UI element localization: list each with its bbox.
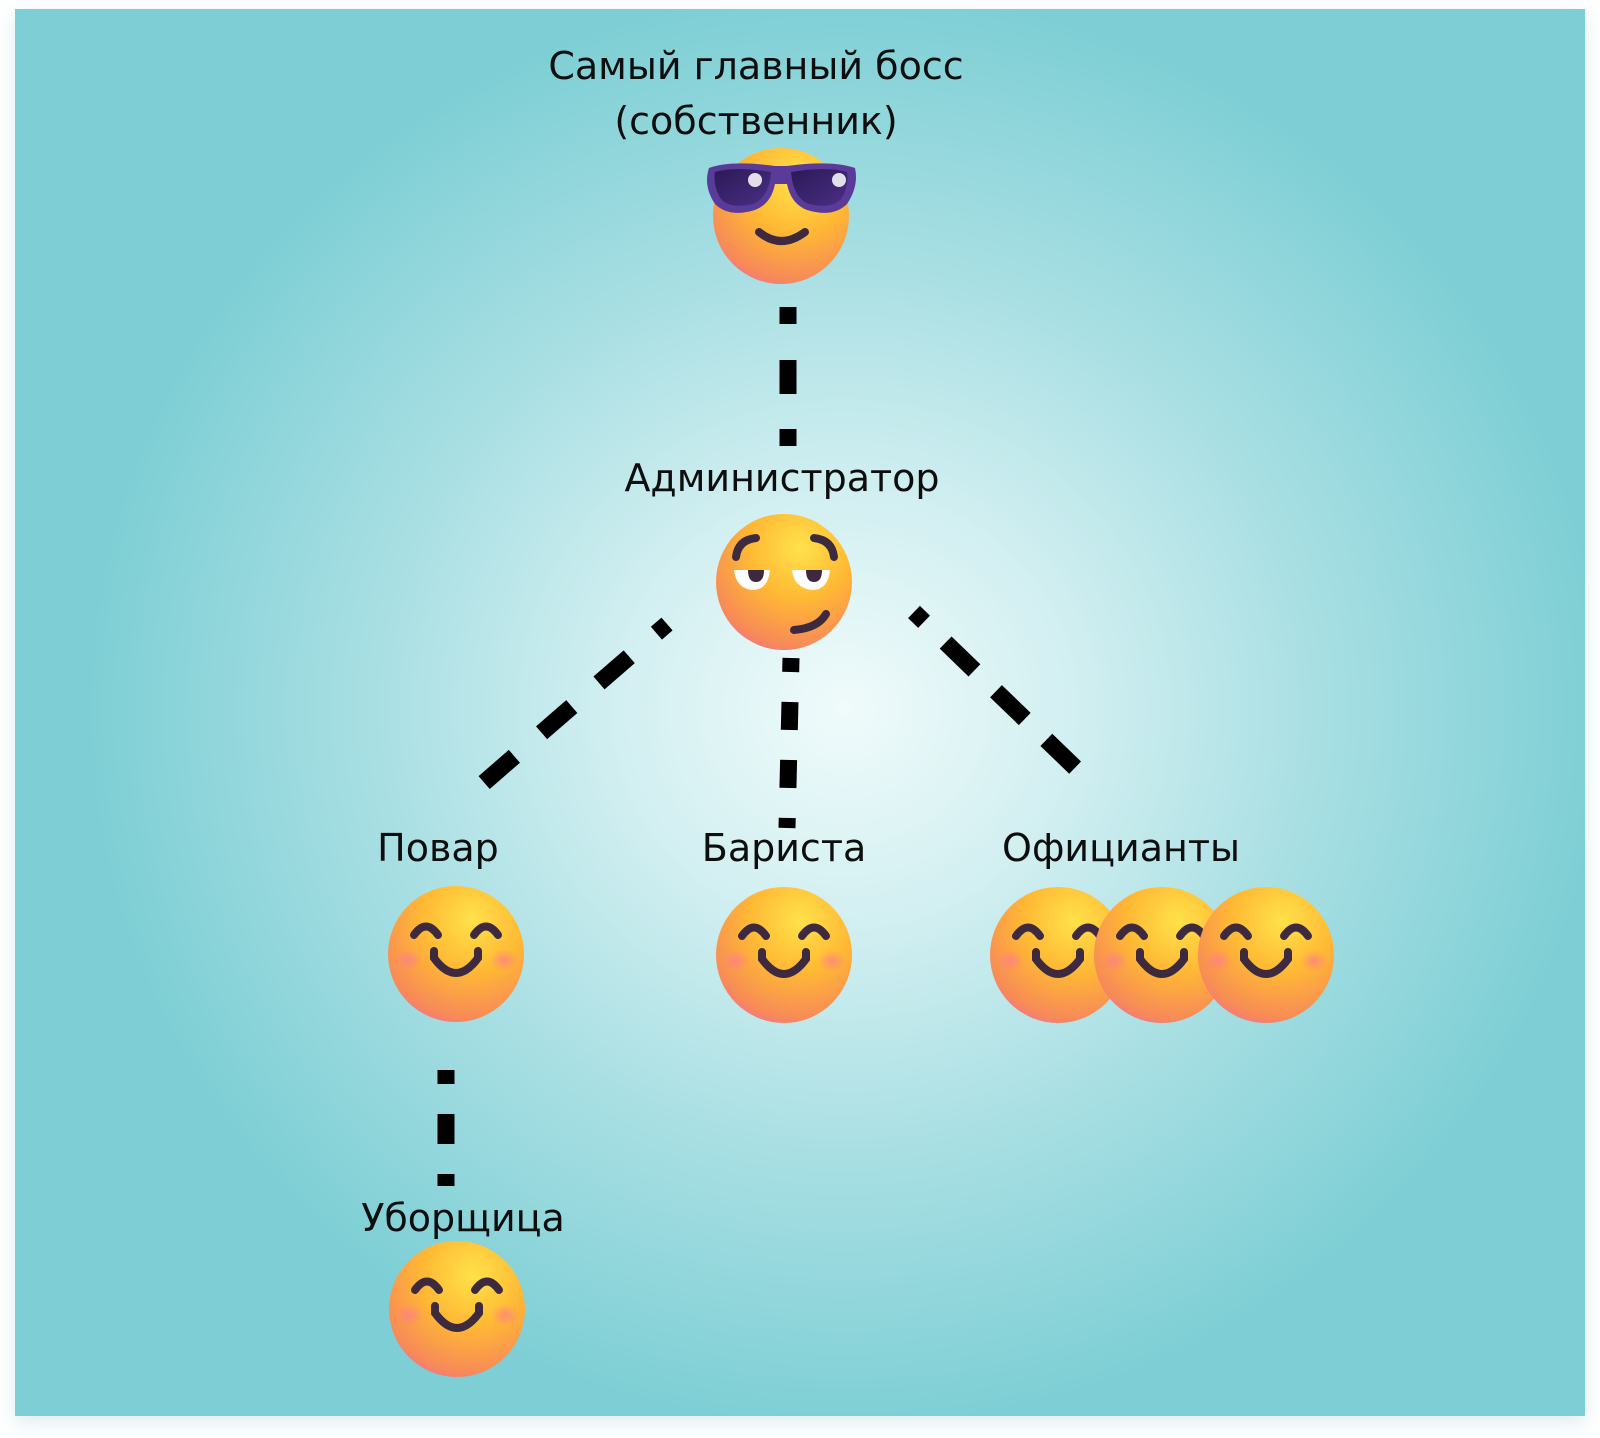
node-label-admin: Администратор — [624, 456, 940, 500]
smiling-face-icon — [386, 884, 526, 1024]
smiling-face-with-sunglasses-icon — [707, 146, 856, 286]
smiling-face-icon — [714, 885, 854, 1025]
node-label-cook: Повар — [377, 826, 499, 870]
smiling-face-icon — [1196, 885, 1336, 1025]
node-label-cleaner: Уборщица — [361, 1196, 565, 1240]
smiling-face-icon — [387, 1239, 527, 1379]
node-label-waiters: Официанты — [1002, 826, 1240, 870]
node-label-owner-line2: (собственник) — [614, 99, 898, 143]
node-label-owner-line1: Самый главный босс — [548, 44, 964, 88]
node-label-barista: Бариста — [701, 826, 867, 870]
smirking-face-icon — [714, 512, 854, 652]
